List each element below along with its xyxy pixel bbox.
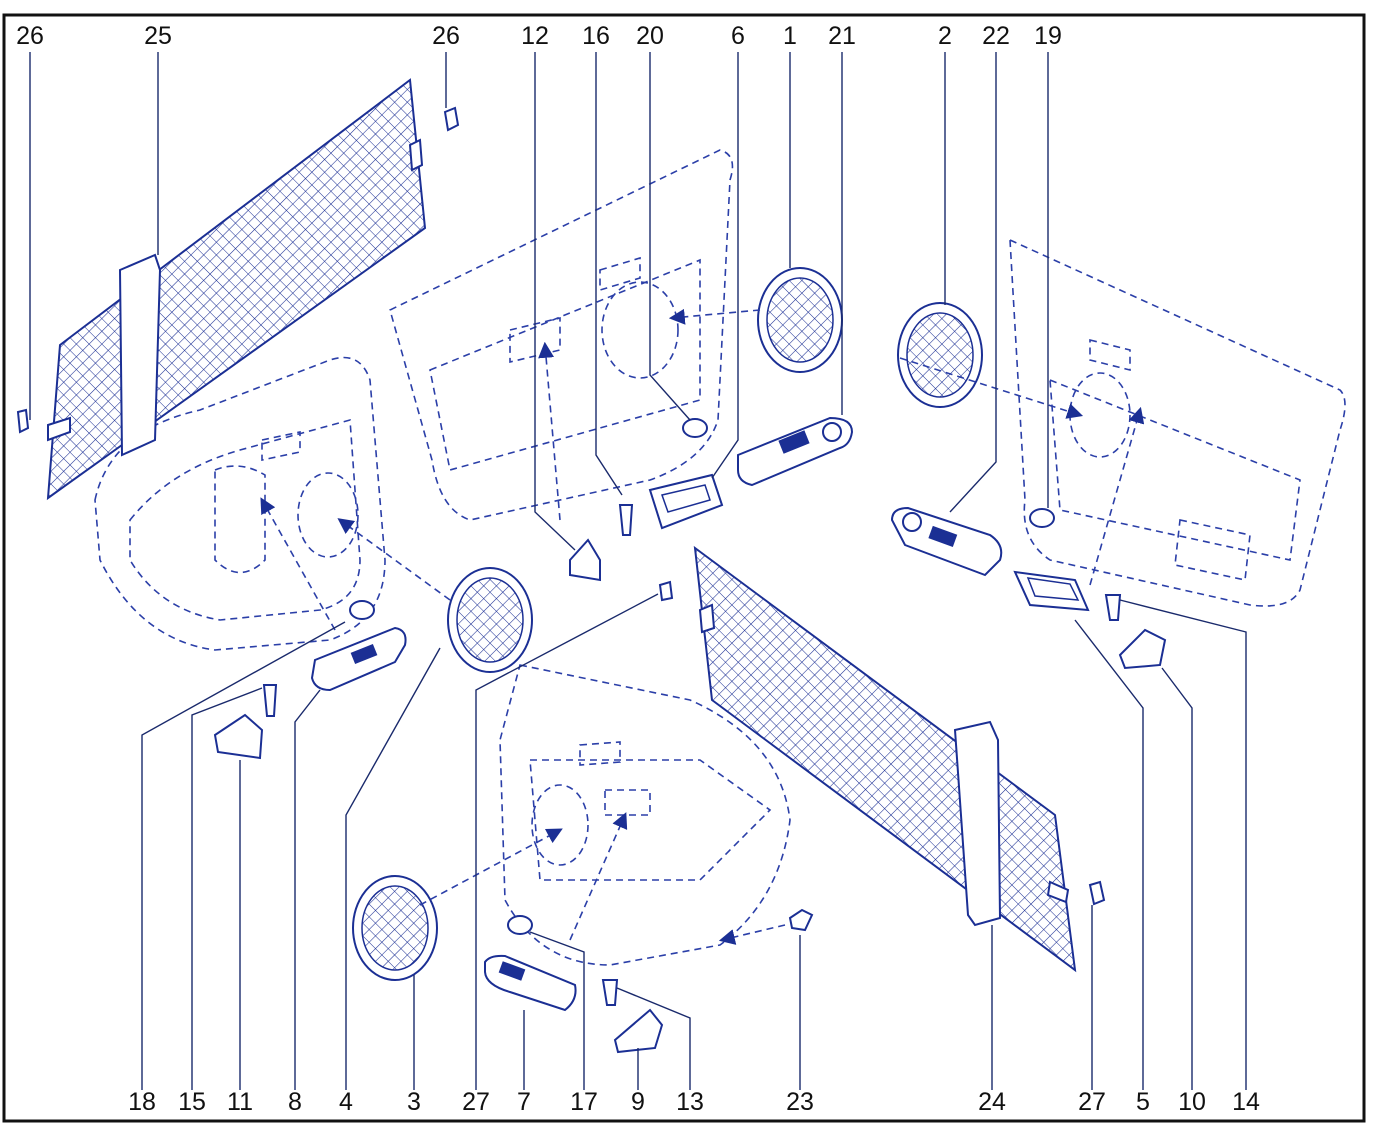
door-pocket-5 — [1013, 570, 1090, 612]
callout-label: 18 — [128, 1088, 156, 1116]
door-panel-rear-left — [499, 664, 791, 966]
door-panel-rear-right — [1009, 238, 1346, 607]
callout-label: 11 — [227, 1088, 253, 1116]
callout-label: 1 — [783, 22, 797, 50]
callout-label: 17 — [570, 1088, 598, 1116]
callout-label: 7 — [517, 1088, 531, 1116]
callout-label: 26 — [432, 22, 460, 50]
door-pocket-7 — [484, 954, 577, 1012]
leader-lines — [29, 52, 1247, 1090]
callout-label: 2 — [938, 22, 952, 50]
callout-label: 8 — [288, 1088, 302, 1116]
clips — [16, 106, 1106, 932]
callout-label: 24 — [978, 1088, 1006, 1116]
callout-label: 13 — [676, 1088, 704, 1116]
callout-label: 19 — [1034, 22, 1062, 50]
callout-label: 4 — [339, 1088, 353, 1116]
callout-label: 23 — [786, 1088, 814, 1116]
speaker-grille-2 — [897, 302, 983, 408]
callout-label: 26 — [16, 22, 44, 50]
callout-label: 16 — [582, 22, 610, 50]
screws — [262, 504, 1122, 1006]
diagram-border — [2, 13, 1366, 1123]
speaker-grille-3 — [352, 875, 438, 981]
assembly-arrows — [260, 308, 1145, 945]
callout-label: 15 — [178, 1088, 206, 1116]
brackets — [213, 538, 1167, 1054]
callout-label: 25 — [144, 22, 172, 50]
callouts-bottom: 18 15 11 8 4 3 27 7 17 9 13 23 24 27 5 1… — [128, 1088, 1260, 1116]
callout-label: 20 — [636, 22, 664, 50]
callout-label: 22 — [982, 22, 1010, 50]
switch-housing-22 — [890, 506, 1003, 577]
switch-housing-21 — [737, 416, 854, 487]
cargo-net-bottom-right — [693, 545, 1077, 973]
door-pocket-6 — [648, 473, 724, 530]
callout-label: 27 — [462, 1088, 490, 1116]
callout-label: 10 — [1178, 1088, 1206, 1116]
callout-label: 9 — [631, 1088, 645, 1116]
speaker-grille-1 — [757, 267, 843, 373]
speaker-grille-4 — [447, 567, 533, 673]
callout-label: 14 — [1232, 1088, 1260, 1116]
caps — [349, 418, 1055, 935]
callout-label: 3 — [407, 1088, 421, 1116]
door-pocket-8 — [310, 626, 407, 692]
callout-label: 12 — [521, 22, 549, 50]
callouts-top: 26 25 26 12 16 20 6 1 21 2 22 19 — [16, 22, 1062, 50]
cargo-net-top-left — [46, 78, 427, 501]
callout-label: 21 — [828, 22, 856, 50]
callout-label: 5 — [1136, 1088, 1150, 1116]
callout-label: 6 — [731, 22, 745, 50]
callout-label: 27 — [1078, 1088, 1106, 1116]
door-panel-front-right — [389, 149, 734, 521]
